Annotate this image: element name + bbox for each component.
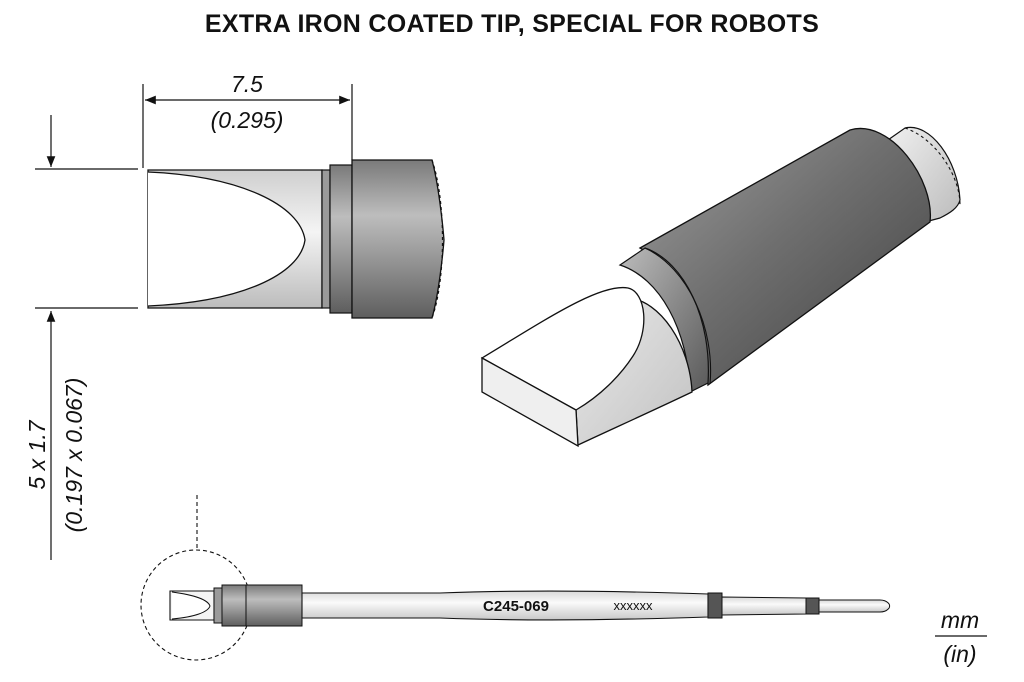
unit-mm: mm [941, 607, 979, 633]
collar [618, 247, 709, 393]
width-dimension: 5 x 1.7 (0.197 x 0.067) [24, 115, 138, 560]
full-tip-view: C245-069 xxxxxx [140, 495, 891, 661]
size-in-label: (0.197 x 0.067) [61, 378, 87, 533]
blade-edge [481, 356, 579, 448]
collar-ring-1 [321, 169, 331, 309]
page-title: EXTRA IRON COATED TIP, SPECIAL FOR ROBOT… [204, 10, 820, 38]
connector-pin [818, 599, 891, 613]
rear-band [805, 597, 820, 615]
serial-mark: xxxxxx [614, 598, 654, 613]
mini-ring-2 [221, 584, 247, 627]
chisel-face-3d [480, 286, 645, 411]
mini-ring-1 [213, 587, 223, 624]
length-dimension: 7.5 (0.295) [142, 71, 353, 168]
unit-in: (in) [943, 641, 976, 667]
mini-barrel [245, 584, 303, 627]
shaft-band [707, 592, 723, 619]
part-number: C245-069 [483, 598, 549, 615]
length-mm-label: 7.5 [231, 71, 263, 97]
tip-side-view [147, 159, 445, 319]
unit-legend: mm (in) [935, 607, 987, 667]
chisel-face [147, 171, 306, 307]
collar-ring-2 [329, 164, 353, 314]
rear-shaft [721, 596, 807, 616]
collar-edge [644, 247, 712, 385]
mini-chisel-face [171, 591, 211, 620]
length-in-label: (0.295) [211, 107, 284, 133]
tip-3d-view [480, 126, 961, 448]
break-line [431, 159, 444, 319]
size-mm-label: 5 x 1.7 [24, 419, 50, 489]
rear-pin [887, 126, 961, 223]
rear-break-line [904, 127, 961, 206]
barrel-section [351, 159, 445, 319]
